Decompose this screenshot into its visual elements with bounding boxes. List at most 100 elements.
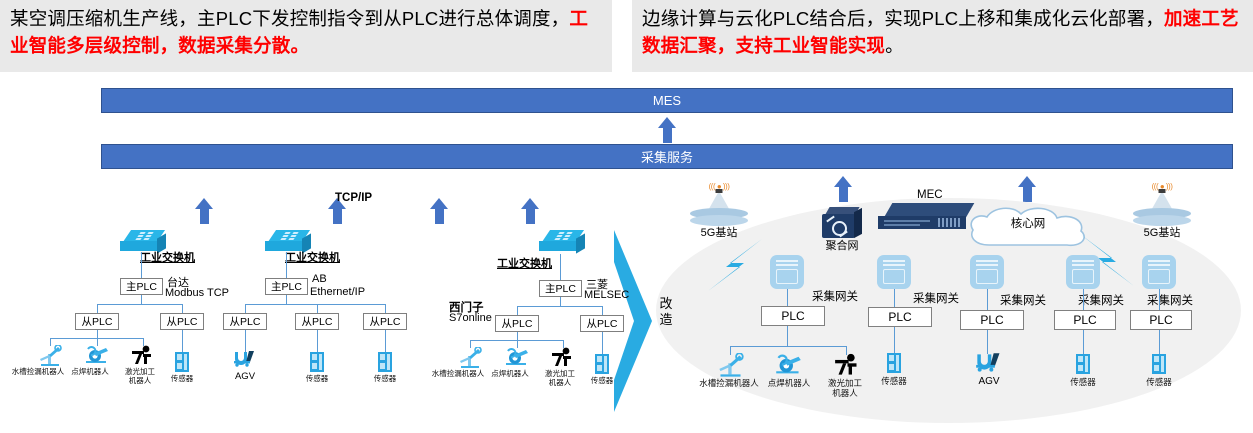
device-label-1a2: 点焊机器人 [71, 367, 109, 376]
device-label-gw1-2: 点焊机器人 [767, 378, 811, 388]
bus-master-1 [97, 304, 183, 305]
leak-test-robot-icon-gw1 [719, 353, 744, 377]
master-plc-1: 主PLC [120, 278, 163, 295]
aggregation-net-label: 聚合网 [825, 240, 859, 252]
slave-plc-2b: 从PLC [295, 313, 339, 330]
link-plc-agv-3 [987, 330, 988, 354]
link-dev-gw1-2 [787, 336, 788, 346]
tcpip-label: TCP/IP [335, 192, 373, 204]
banner-left-highlight: 工业智能多层级控制，数据采集分散。 [10, 8, 589, 56]
gateway-label-4: 采集网关 [1078, 295, 1124, 307]
protocol-name-2: Ethernet/IP [310, 286, 366, 298]
industrial-switch-icon-1 [120, 230, 166, 258]
laser-robot-icon-1 [132, 345, 151, 364]
agv-icon-gw3 [976, 353, 1000, 372]
sensor-icon-gw5 [1152, 354, 1166, 374]
link-bus-slave-1a [97, 304, 98, 313]
switch-label-3: 工业交换机 [497, 258, 552, 270]
link-slave-dev-2a [245, 330, 246, 352]
device-label-gw4-1: 传感器 [1070, 377, 1096, 387]
sensor-icon-gw4 [1076, 354, 1090, 374]
link-slave-dev-2c [385, 330, 386, 352]
mec-server-icon [878, 203, 975, 237]
link-dev-3a3 [563, 340, 564, 348]
link-gw-plc-4 [1083, 289, 1084, 313]
device-label-2b1: 传感器 [305, 374, 329, 383]
arrow-up-icon-aggregation [834, 176, 853, 202]
link-slave-sensor-1b [182, 330, 183, 352]
5g-base-station-icon-right: ((( ● ))) [1131, 182, 1193, 228]
leak-test-robot-icon-3 [460, 347, 482, 368]
collection-service-label: 采集服务 [640, 150, 693, 165]
aggregation-router-icon [822, 207, 862, 241]
link-dev-3a2 [517, 340, 518, 348]
wireless-link-bolt-left-icon [708, 239, 762, 291]
link-plc-bus-1 [787, 326, 788, 336]
link-dev-1a3 [143, 338, 144, 346]
banner-right-plain: 边缘计算与云化PLC结合后，实现PLC上移和集成化云化部署， [642, 8, 1164, 29]
arrow-up-icon-group2 [328, 198, 347, 224]
banner-right-highlight: 加速工艺数据汇聚，支持工业智能实现 [642, 8, 1239, 56]
link-slave-bus-3a [517, 332, 518, 340]
banner-left-plain: 某空调压缩机生产线，主PLC下发控制指令到从PLC进行总体调度， [10, 8, 570, 29]
protocol-brand-3: 三菱 [586, 279, 608, 291]
banner-right-tail: 。 [885, 34, 904, 56]
device-bus-gw1 [730, 346, 846, 347]
link-switch-master-2 [286, 252, 287, 278]
protocol-brand-2: AB [312, 273, 327, 285]
link-bus-slave-2b [317, 304, 318, 313]
link-master-bus-2 [286, 295, 287, 304]
secondary-brand-3: 西门子 [449, 302, 484, 314]
agv-icon-2 [234, 351, 254, 367]
industrial-switch-icon-2 [265, 230, 311, 258]
summary-banner-legacy: 某空调压缩机生产线，主PLC下发控制指令到从PLC进行总体调度，工业智能多层级控… [0, 0, 612, 72]
link-gw-plc-1 [787, 289, 788, 310]
collection-gateway-icon-3 [970, 255, 1004, 289]
device-label-2a1: AGV [234, 371, 256, 382]
link-bus-slave-2c [385, 304, 386, 313]
mec-label: MEC [917, 189, 943, 201]
spot-welding-robot-icon-gw1 [776, 354, 801, 374]
sensor-icon-2c [378, 352, 392, 372]
summary-banner-edge: 边缘计算与云化PLC结合后，实现PLC上移和集成化云化部署，加速工艺数据汇聚，支… [632, 0, 1253, 72]
bus-master-3 [517, 306, 603, 307]
link-dev-gw1-1 [730, 346, 731, 355]
base-station-label-left: 5G基站 [700, 227, 738, 239]
arrow-up-icon-group3 [430, 198, 449, 224]
link-plc-sensor-4 [1083, 330, 1084, 354]
slave-plc-1a: 从PLC [75, 313, 119, 330]
device-label-gw5-1: 传感器 [1146, 377, 1172, 387]
collection-service-bar: 采集服务 [101, 144, 1233, 169]
core-net-label: 核心网 [1010, 218, 1046, 230]
device-label-gw1-3: 激光加工机器人 [828, 378, 863, 398]
gateway-label-3: 采集网关 [1000, 295, 1046, 307]
secondary-name-3: S7online [449, 312, 492, 324]
link-plc-sensor-5 [1159, 330, 1160, 354]
transform-label: 改造 [659, 296, 673, 327]
arrow-up-icon-group4 [521, 198, 540, 224]
gateway-label-5: 采集网关 [1147, 295, 1193, 307]
slave-plc-1b: 从PLC [160, 313, 204, 330]
device-label-gw2-1: 传感器 [881, 376, 907, 386]
transform-chevron-icon [614, 230, 652, 412]
wireless-link-bolt-right-icon [1080, 234, 1134, 286]
master-plc-3: 主PLC [539, 280, 582, 297]
5g-base-station-icon-left: ((( ● ))) [688, 182, 750, 228]
device-label-3a3: 激光加工机器人 [545, 369, 575, 387]
link-master-bus-1 [141, 295, 142, 304]
switch-label-2: 工业交换机 [285, 252, 340, 264]
link-dev-1a1 [50, 338, 51, 346]
device-label-2c1: 传感器 [373, 374, 397, 383]
protocol-name-3: MELSEC [584, 289, 630, 301]
core-network-cloud-icon [970, 207, 1085, 247]
plc-box-3: PLC [960, 310, 1024, 330]
link-bus-slave-1b [182, 304, 183, 313]
device-label-3a1: 水槽捡漏机器人 [431, 369, 485, 378]
device-label-3b1: 传感器 [590, 376, 614, 385]
bus-master-2 [245, 304, 385, 305]
protocol-name-1: Modbus TCP [165, 287, 229, 299]
gateway-label-2: 采集网关 [913, 293, 959, 305]
plc-box-5: PLC [1130, 310, 1192, 330]
arrow-up-icon-group1 [195, 198, 214, 224]
link-slave-bus-1a [97, 330, 98, 338]
